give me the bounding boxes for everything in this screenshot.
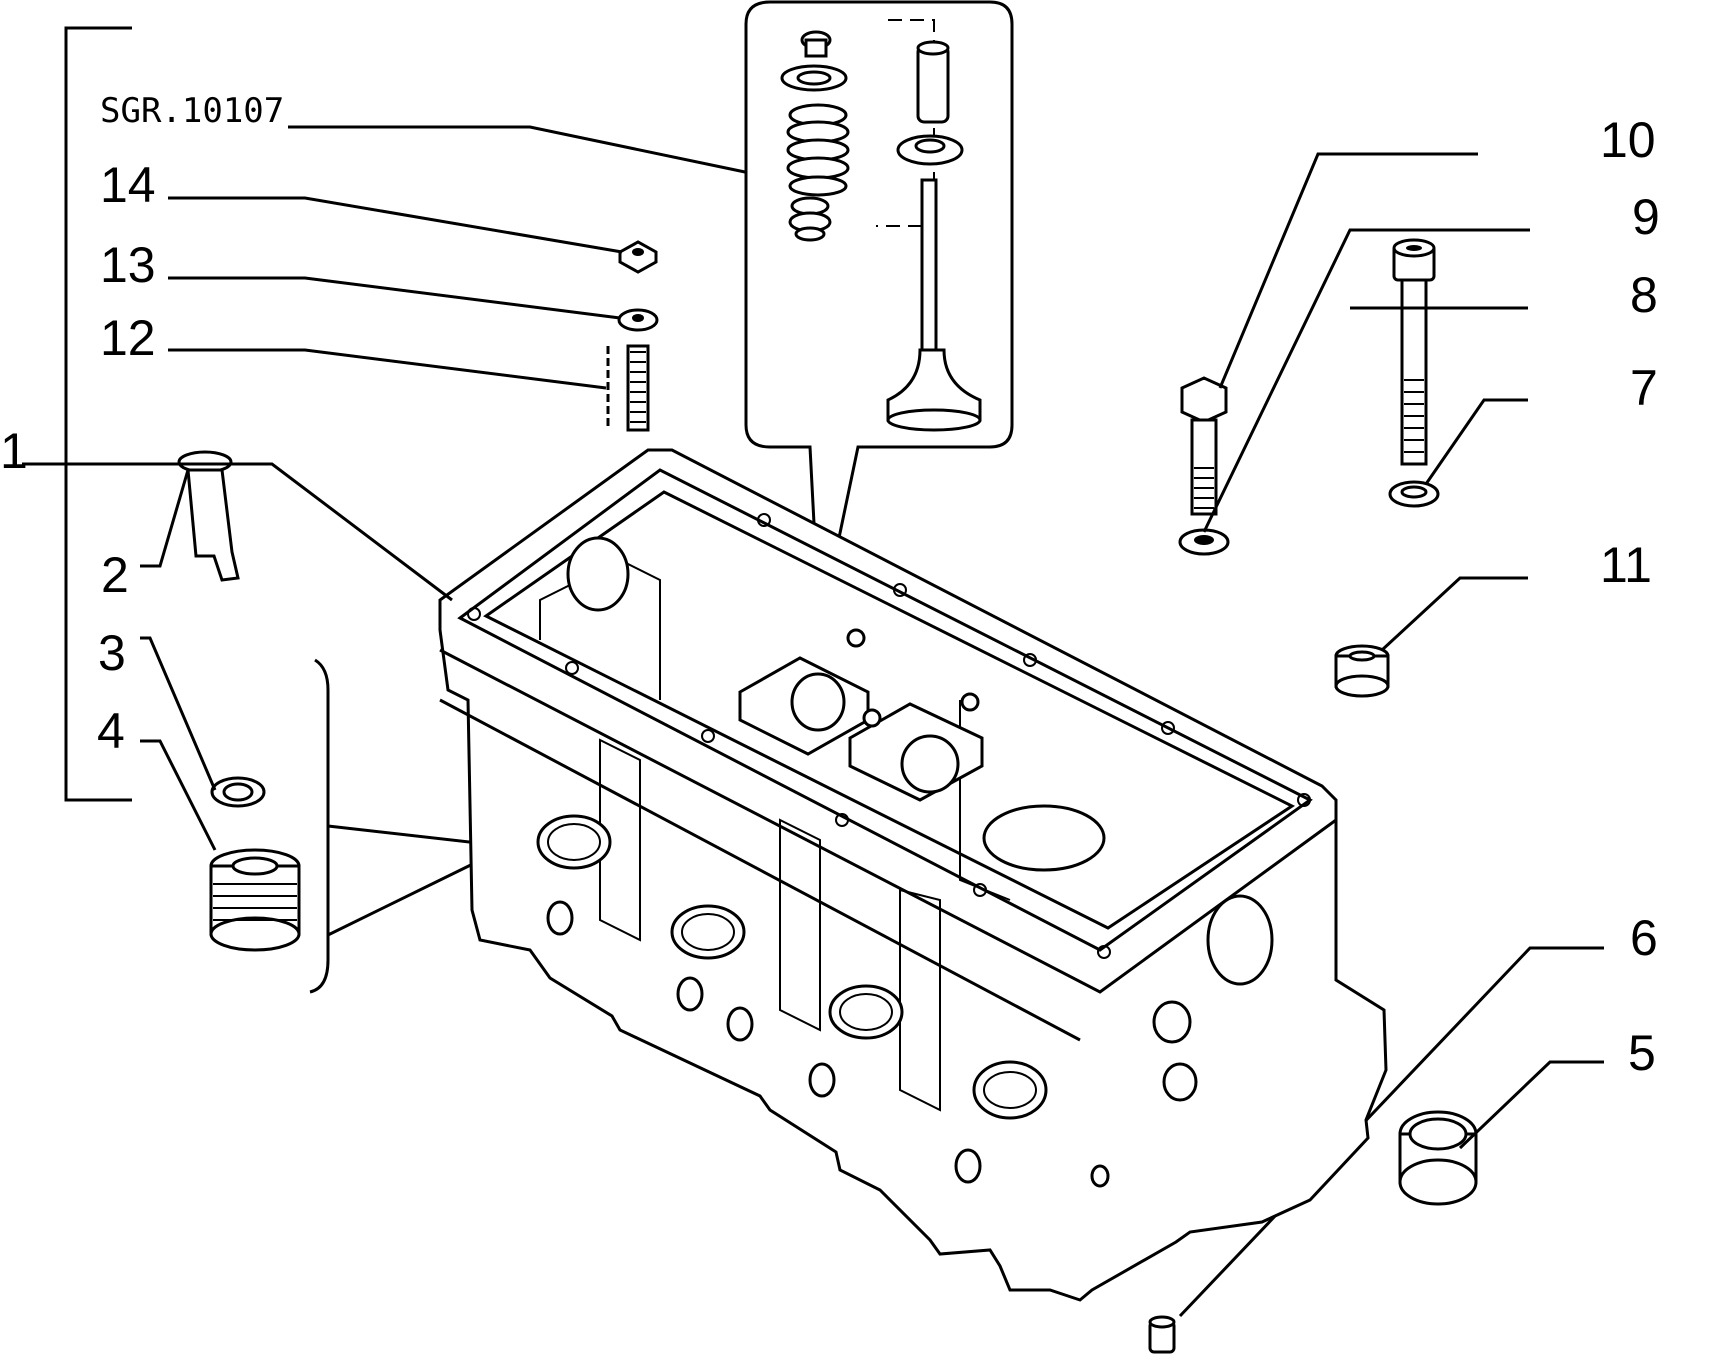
callout-7: 7 (1630, 360, 1658, 416)
seat-bracket (309, 658, 330, 994)
part-stud-icon (606, 344, 650, 432)
part-dowel-icon (1148, 1315, 1176, 1354)
valve-icon (886, 40, 982, 432)
leader-1 (22, 462, 453, 602)
leader-13 (168, 276, 621, 320)
leader-2 (140, 469, 190, 568)
part-washer-icon (1178, 528, 1230, 556)
part-washer-icon (1388, 480, 1440, 508)
part-head-bolt-icon (1392, 238, 1436, 466)
leader-5 (1458, 1060, 1604, 1150)
part-nut-icon (618, 240, 658, 274)
leader-14 (168, 196, 623, 254)
callout-14: 14 (100, 157, 156, 213)
valve-spring-stack-icon (780, 30, 850, 242)
reference-code: SGR.10107 (100, 91, 284, 131)
threaded-hole-icon (536, 814, 1048, 1120)
callout-8: 8 (1630, 267, 1658, 323)
leader-9 (1202, 228, 1530, 533)
part-cup-plug-icon (1398, 1110, 1478, 1206)
leader-reference (288, 125, 746, 174)
valve-detail-inset (744, 0, 1014, 602)
part-bolt-icon (1180, 376, 1228, 516)
part-valve-seat-icon (209, 848, 301, 952)
callout-10: 10 (1600, 112, 1656, 168)
callout-3: 3 (98, 625, 126, 681)
leader-12 (168, 348, 607, 390)
part-valve-guide-icon (177, 450, 240, 582)
callout-9: 9 (1632, 189, 1660, 245)
callout-4: 4 (97, 703, 125, 759)
leader-3 (140, 636, 217, 791)
cylinder-head-casting (438, 448, 1388, 1302)
leader-4 (140, 739, 217, 851)
callout-2: 2 (101, 547, 129, 603)
callout-11: 11 (1600, 537, 1652, 593)
leader-10 (1218, 152, 1478, 389)
callout-13: 13 (100, 237, 156, 293)
leader-7 (1424, 398, 1528, 485)
inset-dashed-bracket (876, 19, 935, 227)
callout-5: 5 (1628, 1025, 1656, 1081)
callout-6: 6 (1630, 910, 1658, 966)
callout-1: 1 (0, 423, 28, 479)
part-seal-ring-icon (210, 776, 266, 808)
callout-12: 12 (100, 310, 156, 366)
part-washer-icon (617, 308, 659, 332)
group-bracket-left (64, 26, 132, 802)
leader-11 (1380, 576, 1528, 652)
part-plug-icon (1334, 644, 1390, 698)
